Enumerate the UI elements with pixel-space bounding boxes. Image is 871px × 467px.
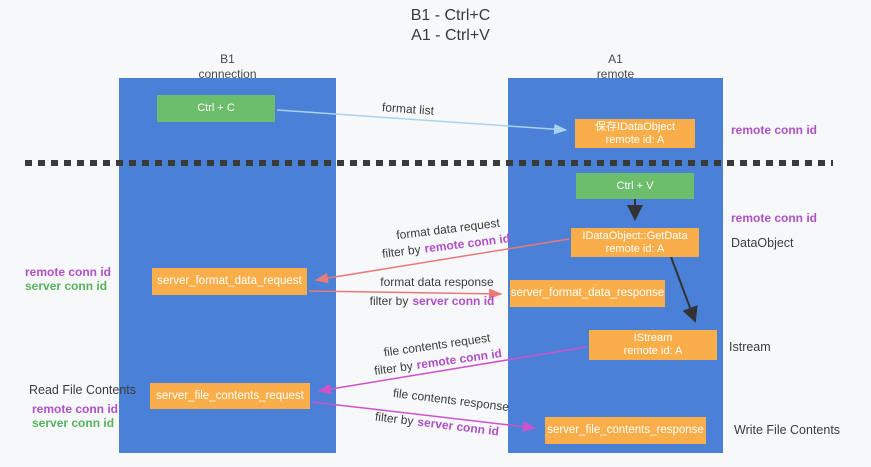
dashed-separator [25,160,833,166]
left-server-conn-id-1: server conn id [25,279,108,293]
server-format-data-response-label: server_format_data_response [510,287,665,299]
node-ctrl-v: Ctrl + V [576,173,694,199]
node-ctrl-c: Ctrl + C [157,95,275,122]
lane-header-b1: B1 connection [119,52,336,82]
ctrl-v-label: Ctrl + V [616,179,654,192]
server-conn-id-text: server conn id [412,294,495,308]
save-idataobject-line1: 保存IDataObject [594,120,676,133]
title-line-2: A1 - Ctrl+V [411,27,490,44]
getdata-line2: remote id: A [605,242,665,255]
filter-by-text: filter by [381,242,422,261]
node-server-file-contents-request: server_file_contents_request [150,383,310,409]
lane-a1-title: A1 [608,52,623,66]
format-list-label: format list [381,100,435,118]
left-server-conn-id-2: server conn id [32,416,115,430]
lane-b1-subtitle: connection [198,67,257,81]
diagram-title: B1 - Ctrl+C A1 - Ctrl+V [30,6,871,46]
right-remote-conn-id-2: remote conn id [731,211,818,225]
istream-side-label: Istream [729,340,771,354]
node-idataobject-getdata: IDataObject::GetData remote id: A [571,228,699,257]
server-conn-id-text: server conn id [416,414,500,439]
server-file-contents-request-label: server_file_contents_request [156,389,304,402]
save-idataobject-line2: remote id: A [605,133,665,146]
lane-b1-title: B1 [220,52,235,66]
getdata-line1: IDataObject::GetData [582,229,688,242]
node-server-file-contents-response: server_file_contents_response [545,417,706,444]
left-remote-conn-id-1: remote conn id [25,265,112,279]
title-line-1: B1 - Ctrl+C [410,7,491,24]
filter-by-text: filter by [373,358,414,378]
node-save-idataobject: 保存IDataObject remote id: A [575,119,695,148]
node-server-format-data-response: server_format_data_response [510,280,665,307]
dataobject-label: DataObject [731,236,794,250]
format-data-response-label: format data response [380,275,494,289]
write-file-contents-label: Write File Contents [734,423,841,437]
filter-by-text: filter by [374,409,415,429]
lane-header-a1: A1 remote [508,52,723,82]
file-contents-response-label: file contents response [392,385,510,415]
ctrl-c-label: Ctrl + C [197,102,235,114]
read-file-contents-label: Read File Contents [29,383,137,397]
istream-line2: remote id: A [623,345,683,357]
node-server-format-data-request: server_format_data_request [152,268,307,295]
istream-line1: IStream [633,332,673,344]
lane-a1-subtitle: remote [596,67,635,81]
right-remote-conn-id-1: remote conn id [731,123,818,137]
filter-by-text: filter by [369,294,409,308]
node-istream: IStream remote id: A [589,330,717,360]
server-file-contents-response-label: server_file_contents_response [547,424,704,436]
server-format-data-request-label: server_format_data_request [157,275,302,287]
left-remote-conn-id-2: remote conn id [32,402,119,416]
